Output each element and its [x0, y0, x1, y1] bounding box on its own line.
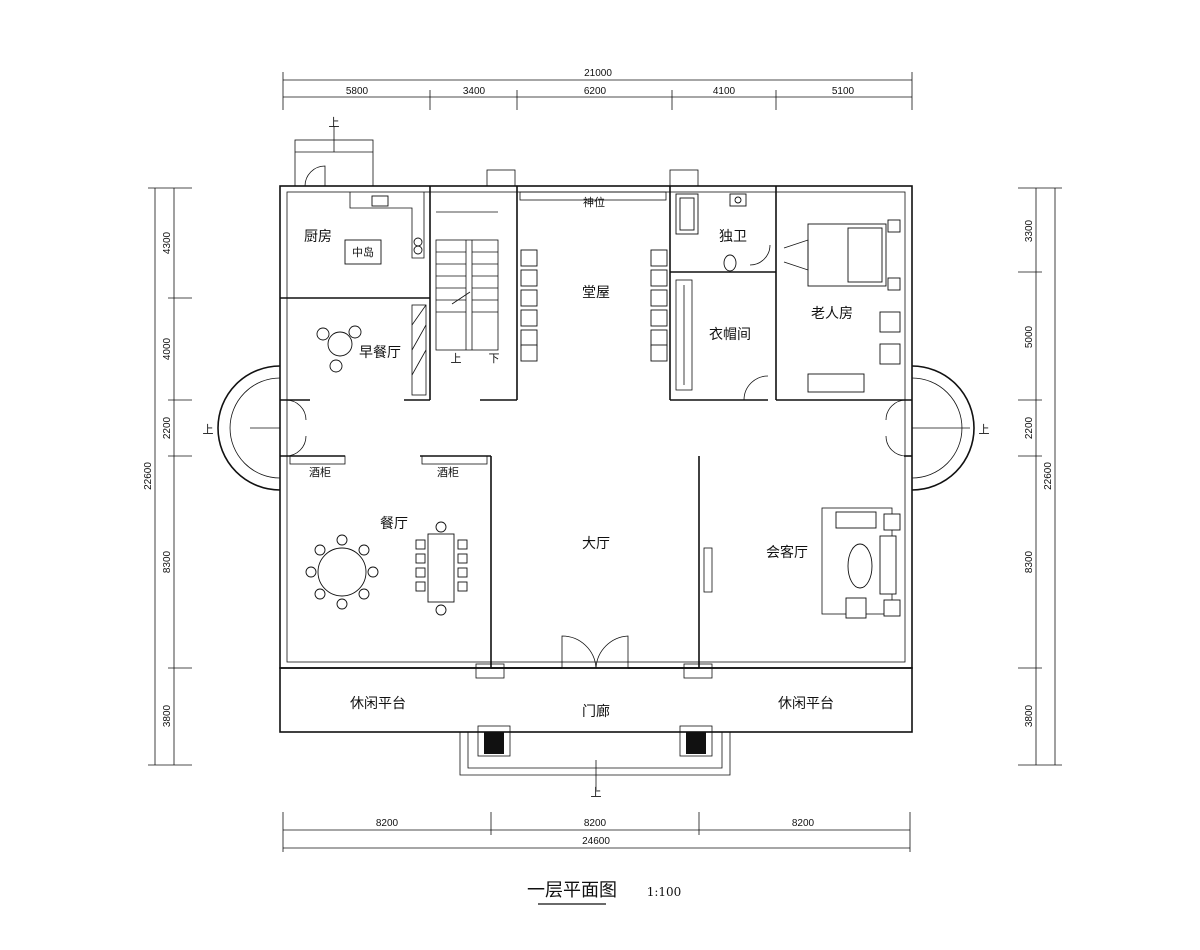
- closet-rack: [675, 279, 769, 401]
- left-dim-1: 4300: [162, 231, 173, 254]
- right-dim-4: 8300: [1024, 550, 1035, 573]
- label-wine-cabinet-2: 酒柜: [437, 466, 459, 479]
- right-dimension-lines: [1018, 187, 1062, 766]
- marker-up-bottom: 上: [591, 786, 602, 799]
- room-label-living: 会客厅: [766, 544, 808, 561]
- left-total-dim: 22600: [143, 462, 154, 490]
- bathroom-fixtures: [675, 193, 771, 272]
- main-entrance-door: [561, 635, 629, 669]
- room-label-main-hall: 大厅: [582, 536, 610, 552]
- top-dim-3: 6200: [584, 86, 607, 97]
- left-dim-5: 3800: [162, 704, 173, 727]
- shrine-cabinet: [519, 191, 667, 201]
- bottom-total-dim: 24600: [582, 836, 610, 847]
- left-dimension-lines: [148, 187, 192, 766]
- marker-up-right: 上: [979, 423, 990, 436]
- room-label-bath: 独卫: [719, 229, 747, 245]
- top-dim-2: 3400: [463, 86, 486, 97]
- right-dim-5: 3800: [1024, 704, 1035, 727]
- elder-room-furniture: [783, 219, 901, 393]
- top-dim-5: 5100: [832, 86, 855, 97]
- plan-title: 一层平面图: [527, 880, 617, 901]
- living-furniture: [703, 507, 901, 619]
- hall-chairs-left: [520, 249, 538, 362]
- room-label-porch: 门廊: [582, 703, 610, 720]
- right-total-dim: 22600: [1043, 462, 1054, 490]
- kitchen-counter: [344, 192, 425, 265]
- marker-up-top: 上: [329, 116, 340, 129]
- right-dim-1: 3300: [1024, 219, 1035, 242]
- top-dim-4: 4100: [713, 86, 736, 97]
- stair-up-label: 上: [451, 352, 462, 365]
- room-label-terrace-left: 休闲平台: [350, 696, 406, 712]
- top-dimension-lines: [282, 72, 913, 110]
- room-label-island: 中岛: [352, 245, 374, 259]
- room-label-kitchen: 厨房: [304, 229, 332, 245]
- bottom-dim-2: 8200: [584, 818, 607, 829]
- right-bay: [885, 365, 975, 491]
- room-label-dining: 餐厅: [380, 516, 408, 532]
- room-label-hall-upper: 堂屋: [582, 285, 610, 301]
- right-dim-2: 5000: [1024, 325, 1035, 348]
- right-dim-3: 2200: [1024, 416, 1035, 439]
- room-label-terrace-right: 休闲平台: [778, 696, 834, 712]
- bottom-dimension-lines: [282, 812, 911, 852]
- room-label-closet: 衣帽间: [709, 327, 751, 343]
- marker-up-left: 上: [203, 423, 214, 436]
- stair-down-label: 下: [489, 352, 500, 365]
- left-dim-3: 2200: [162, 416, 173, 439]
- room-label-breakfast: 早餐厅: [359, 345, 401, 361]
- room-label-shrine: 神位: [583, 195, 605, 209]
- interior-walls: [280, 186, 912, 669]
- terrace: [279, 663, 913, 790]
- label-wine-cabinet-1: 酒柜: [309, 466, 331, 479]
- bottom-dim-1: 8200: [376, 818, 399, 829]
- dining-round-table: [305, 534, 379, 610]
- hall-chairs-right: [650, 249, 668, 362]
- plan-scale: 1:100: [647, 885, 682, 899]
- bottom-dim-3: 8200: [792, 818, 815, 829]
- staircase: [435, 211, 499, 351]
- left-dim-2: 4000: [162, 337, 173, 360]
- top-total-dim: 21000: [584, 68, 612, 79]
- breakfast-table: [316, 304, 427, 396]
- left-bay: [217, 365, 307, 491]
- top-dim-1: 5800: [346, 86, 369, 97]
- dining-long-table: [415, 521, 468, 616]
- room-label-elder: 老人房: [811, 306, 853, 322]
- left-dim-4: 8300: [162, 550, 173, 573]
- wine-cabinets: [289, 455, 488, 465]
